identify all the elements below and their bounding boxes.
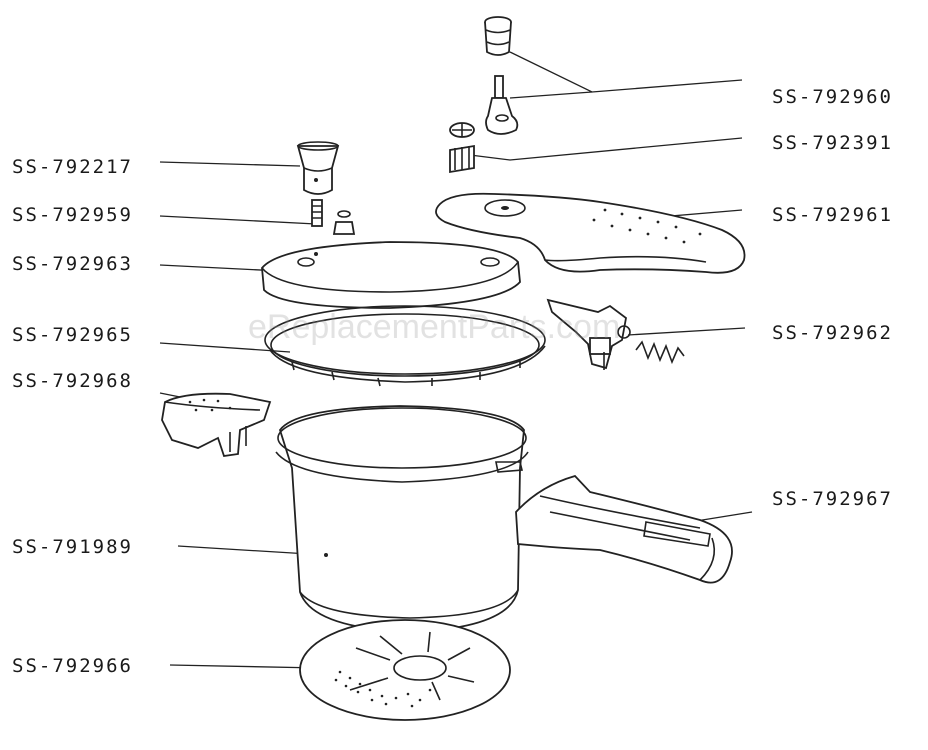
long-pot-handle[interactable] <box>515 474 733 584</box>
part-label-792962[interactable]: SS-792962 <box>772 322 893 344</box>
leader-792217 <box>159 161 301 167</box>
leader-792965 <box>159 342 291 353</box>
part-label-792391[interactable]: SS-792391 <box>772 132 893 154</box>
lock-assembly[interactable] <box>546 298 685 370</box>
part-label-792959[interactable]: SS-792959 <box>12 204 133 226</box>
side-handle-grip[interactable] <box>161 392 272 457</box>
pressure-regulator-weight[interactable] <box>484 16 519 135</box>
lid-handle[interactable] <box>435 192 746 274</box>
part-label-792967[interactable]: SS-792967 <box>772 488 893 510</box>
part-label-792966[interactable]: SS-792966 <box>12 655 133 677</box>
part-label-792965[interactable]: SS-792965 <box>12 324 133 346</box>
part-label-792960[interactable]: SS-792960 <box>772 86 893 108</box>
sealing-gasket[interactable] <box>264 305 546 387</box>
valve-assembly[interactable] <box>449 122 475 174</box>
cooker-lid[interactable] <box>261 241 521 309</box>
leader-792391 <box>469 137 743 161</box>
leader-792959 <box>159 215 317 225</box>
part-label-792961[interactable]: SS-792961 <box>772 204 893 226</box>
leader-792960 <box>509 51 743 93</box>
leader-792962 <box>627 327 746 336</box>
valve-small-parts[interactable] <box>311 199 356 235</box>
cooker-pot-body[interactable] <box>275 405 529 633</box>
safety-valve-cap[interactable] <box>296 141 340 195</box>
leader-792960b <box>509 91 593 99</box>
leader-792966 <box>169 664 321 669</box>
steamer-plate[interactable] <box>299 619 511 721</box>
part-label-792963[interactable]: SS-792963 <box>12 253 133 275</box>
part-label-791989[interactable]: SS-791989 <box>12 536 133 558</box>
part-label-792217[interactable]: SS-792217 <box>12 156 133 178</box>
part-label-792968[interactable]: SS-792968 <box>12 370 133 392</box>
